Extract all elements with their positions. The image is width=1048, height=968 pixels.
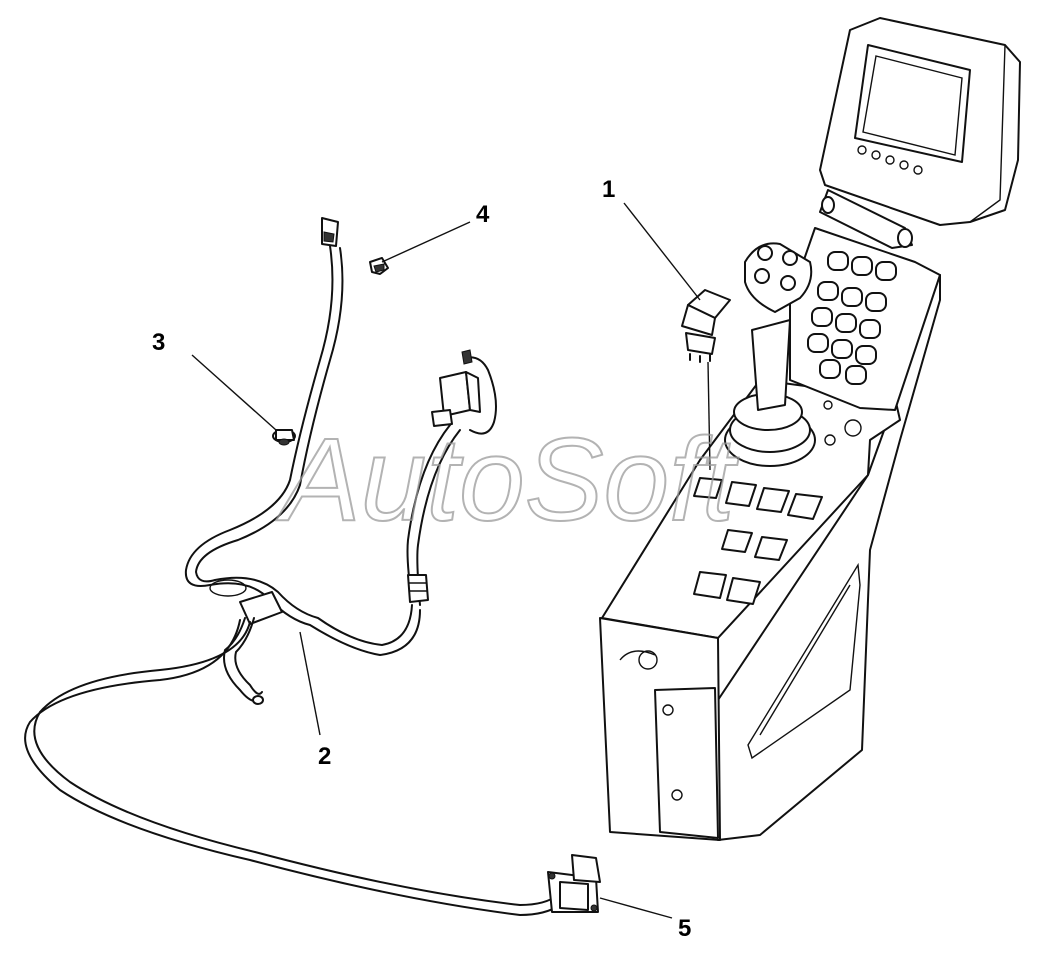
bottom-connector: [547, 854, 601, 913]
switch-slots: [693, 477, 823, 605]
leader-lines: [191, 202, 701, 919]
callout-2: 2: [318, 743, 331, 770]
clip: [369, 257, 389, 275]
callout-3: 3: [152, 329, 165, 356]
joystick: [724, 242, 816, 467]
grommet: [272, 429, 296, 446]
keypad-buttons: [807, 251, 897, 385]
callout-1: 1: [602, 176, 615, 203]
display-monitor: [819, 17, 1021, 249]
callout-5: 5: [678, 915, 691, 942]
control-console: [599, 227, 941, 841]
wiring-harness: [24, 217, 561, 916]
callout-4: 4: [476, 201, 490, 228]
watermark: AutoSoft: [276, 414, 739, 546]
